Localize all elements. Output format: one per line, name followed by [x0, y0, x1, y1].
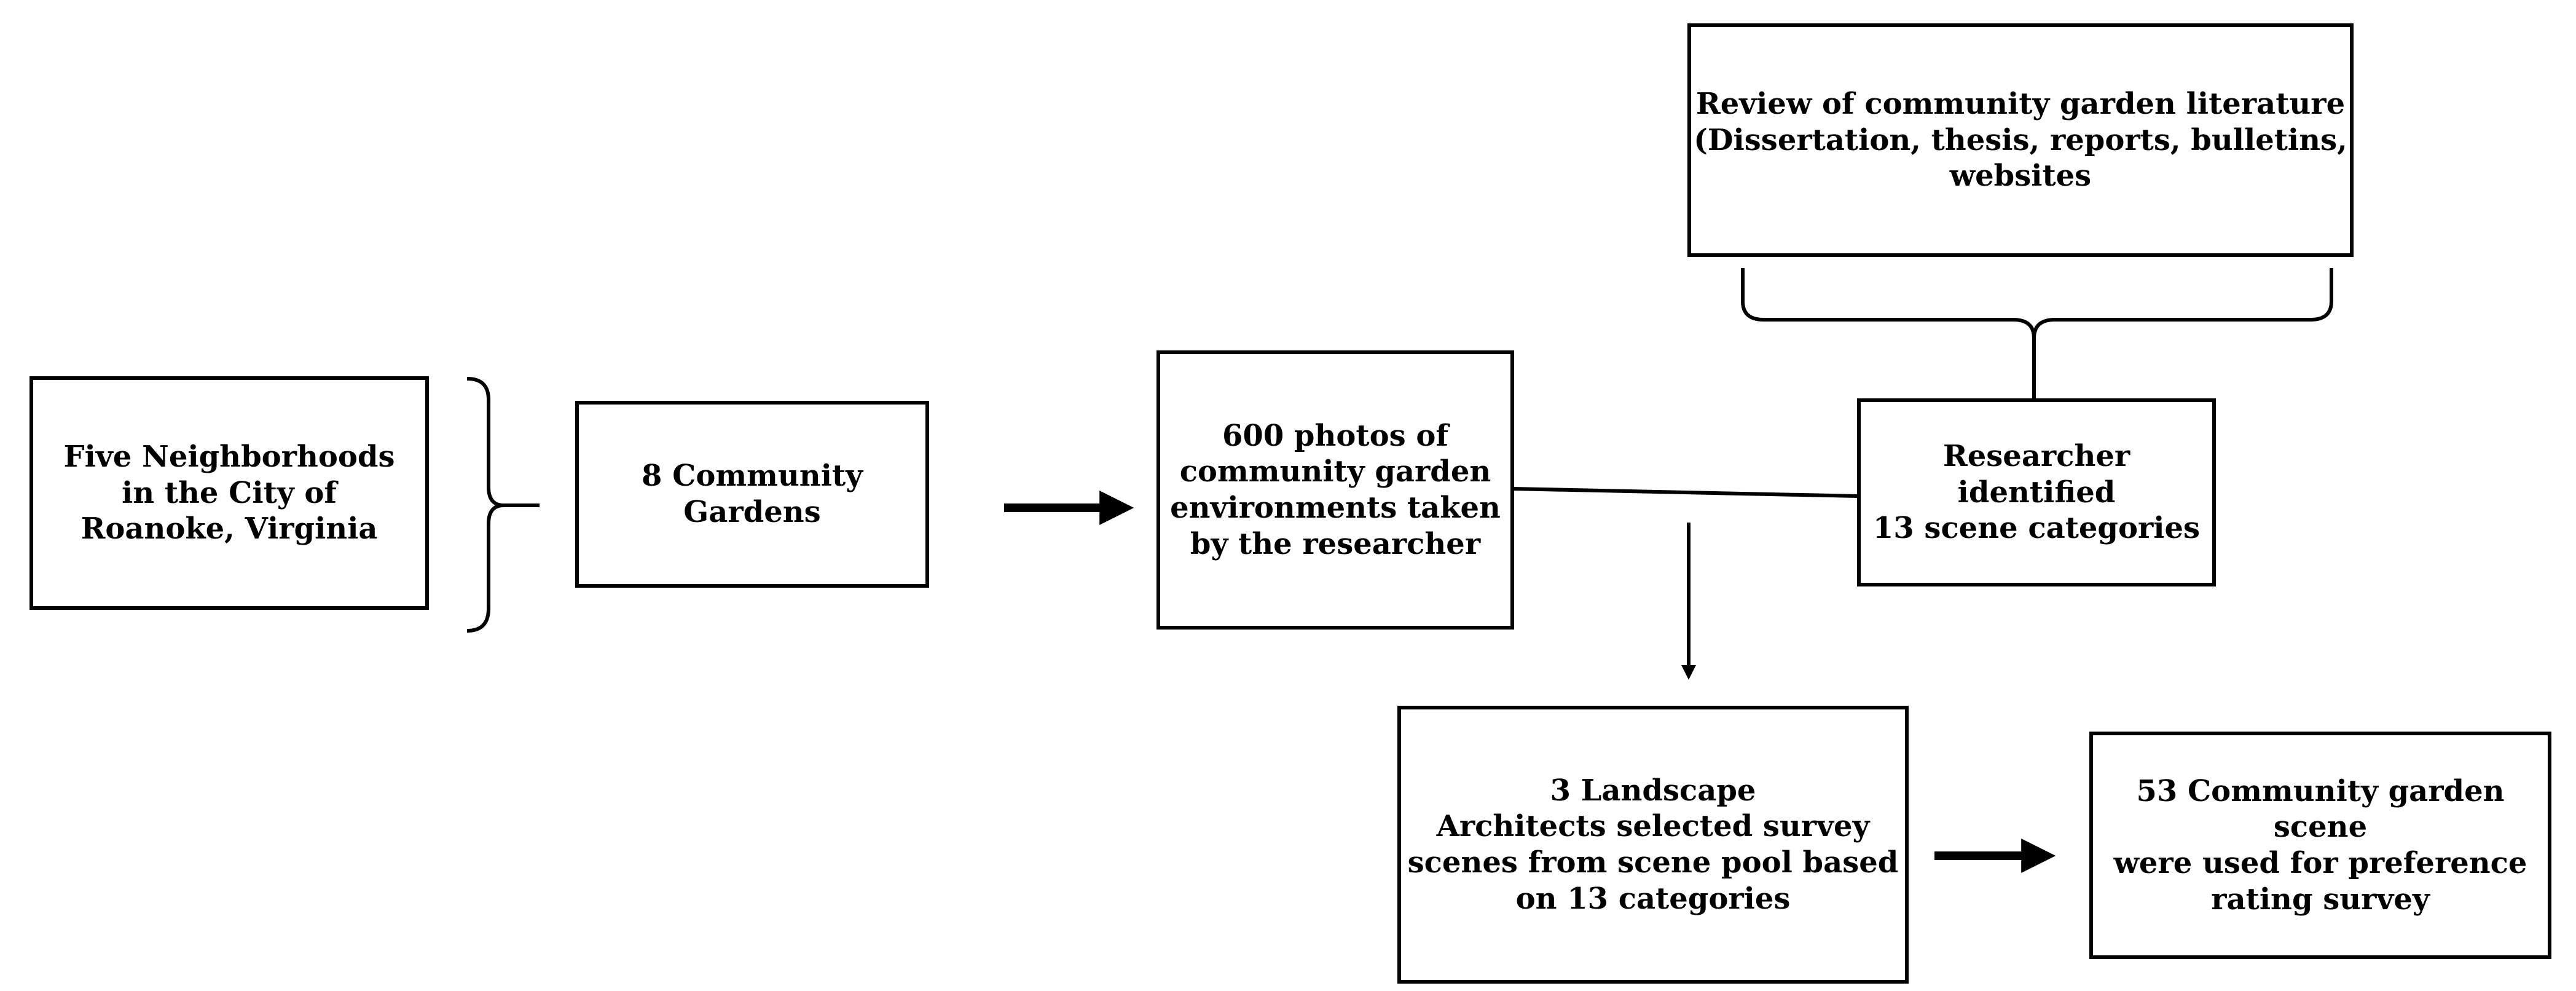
node-literature-line-1: Review of community garden literature	[1695, 87, 2346, 122]
node-architects-line-3: scenes from scene pool based	[1407, 845, 1899, 880]
node-photos-line-3: environments taken	[1170, 491, 1501, 525]
node-literature-line-3: websites	[1949, 159, 2092, 194]
node-scenes-line-1: 53 Community garden scene	[2136, 773, 2505, 845]
node-neighborhoods: Five Neighborhoods in the City of Roanok…	[29, 376, 429, 610]
node-neighborhoods-line-1: Five Neighborhoods	[63, 440, 395, 475]
node-categories-line-2: 13 scene categories	[1872, 511, 2201, 546]
node-categories: Researcher identified 13 scene categorie…	[1857, 398, 2216, 586]
node-architects-line-1: 3 Landscape	[1550, 773, 1756, 808]
bracket-literature	[1741, 268, 2333, 400]
node-neighborhoods-line-3: Roanoke, Virginia	[80, 511, 378, 547]
node-gardens-line-1: 8 Community	[642, 459, 863, 494]
node-gardens: 8 Community Gardens	[575, 401, 929, 588]
node-categories-line-1: Researcher identified	[1942, 439, 2130, 510]
node-photos-line-4: by the researcher	[1190, 526, 1481, 561]
bracket-neighborhoods	[466, 377, 540, 633]
line-photos-to-categories	[1512, 487, 1859, 498]
node-architects: 3 Landscape Architects selected survey s…	[1397, 706, 1909, 984]
node-gardens-line-2: Gardens	[683, 495, 821, 529]
node-scenes: 53 Community garden scene were used for …	[2089, 732, 2551, 959]
node-scenes-line-3: rating survey	[2211, 882, 2430, 917]
node-literature-line-2: (Dissertation, thesis, reports, bulletin…	[1694, 122, 2347, 157]
node-photos: 600 photos of community garden environme…	[1156, 350, 1514, 630]
node-neighborhoods-line-2: in the City of	[121, 475, 337, 510]
node-architects-line-2: Architects selected survey	[1436, 809, 1870, 844]
node-photos-line-2: community garden	[1179, 454, 1491, 489]
node-photos-line-1: 600 photos of	[1222, 418, 1448, 453]
node-scenes-line-2: were used for preference	[2113, 846, 2527, 880]
node-architects-line-4: on 13 categories	[1515, 881, 1791, 916]
node-literature: Review of community garden literature (D…	[1687, 23, 2354, 257]
